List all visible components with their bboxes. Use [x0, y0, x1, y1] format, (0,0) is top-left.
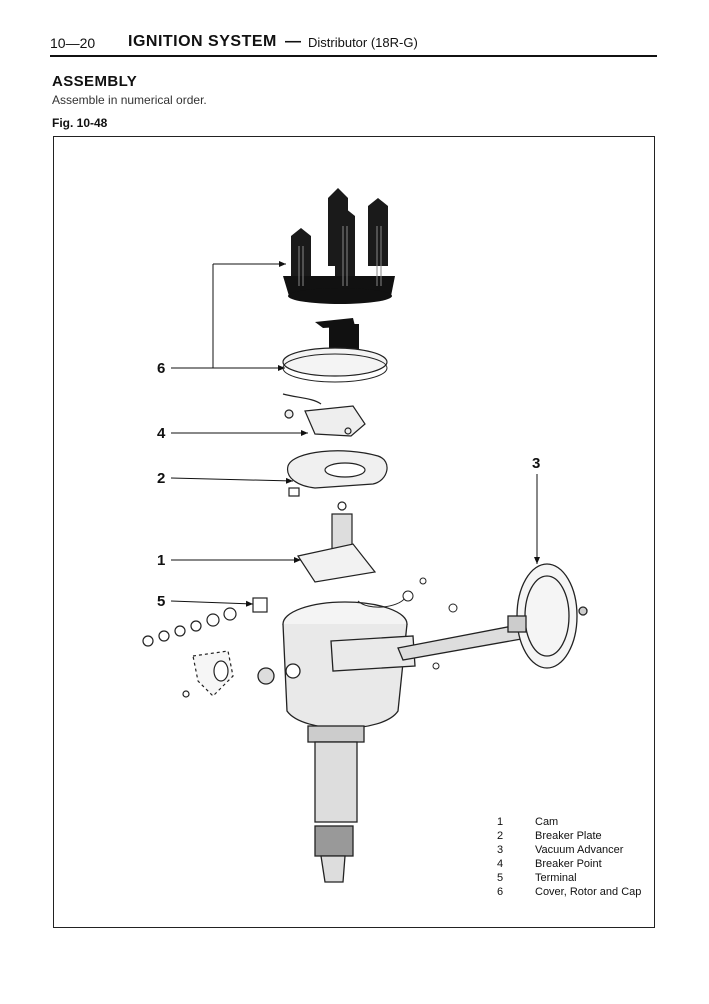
cam: [297, 501, 377, 583]
subsection-title: Distributor (18R-G): [308, 35, 418, 50]
distributor-housing: [257, 601, 416, 883]
page-header: 10—20 IGNITION SYSTEM — Distributor (18R…: [50, 33, 656, 55]
callout-5: 5: [157, 593, 166, 610]
callout-6: 6: [157, 360, 166, 377]
section-title: IGNITION SYSTEM: [128, 33, 277, 50]
legend-label: Breaker Point: [535, 858, 602, 870]
legend-label: Breaker Plate: [535, 830, 602, 842]
rotor-and-cover: [282, 318, 388, 383]
legend-number: 4: [497, 858, 504, 870]
legend-number: 2: [497, 830, 504, 842]
title-separator: —: [285, 33, 301, 50]
callout-2: 2: [157, 470, 166, 487]
callout-4: 4: [157, 425, 166, 442]
figure-label: Fig. 10-48: [52, 116, 108, 130]
figure-frame: [53, 136, 655, 928]
assembly-instruction: Assemble in numerical order.: [52, 93, 207, 107]
assembly-heading: ASSEMBLY: [52, 73, 138, 90]
breaker-plate: [287, 450, 388, 497]
leader-lines: [170, 261, 540, 607]
callout-1: 1: [157, 552, 166, 569]
legend-item: 5 Terminal: [491, 872, 641, 886]
legend-label: Vacuum Advancer: [535, 844, 624, 856]
legend-label: Cover, Rotor and Cap: [535, 886, 642, 898]
legend-number: 6: [497, 886, 504, 898]
exploded-distributor-diagram: [142, 188, 588, 883]
legend-number: 5: [497, 872, 504, 884]
legend-item: 3 Vacuum Advancer: [491, 844, 641, 858]
legend-item: 4 Breaker Point: [491, 858, 641, 872]
header-rule: [50, 55, 657, 57]
legend-number: 1: [497, 816, 504, 828]
legend-number: 3: [497, 844, 504, 856]
small-hardware: [357, 577, 458, 670]
legend-item: 2 Breaker Plate: [491, 830, 641, 844]
legend-item: 6 Cover, Rotor and Cap: [491, 886, 641, 900]
parts-legend: 1 Cam 2 Breaker Plate 3 Vacuum Advancer 4 Br…: [491, 816, 641, 900]
callout-3: 3: [532, 455, 541, 472]
page-number: 10—20: [50, 35, 96, 51]
legend-label: Cam: [535, 816, 559, 828]
distributor-cap: [283, 188, 395, 304]
terminal-parts: [142, 597, 268, 698]
vacuum-advancer: [397, 563, 588, 669]
legend-item: 1 Cam: [491, 816, 641, 830]
breaker-point: [282, 393, 366, 437]
legend-label: Terminal: [535, 872, 577, 884]
